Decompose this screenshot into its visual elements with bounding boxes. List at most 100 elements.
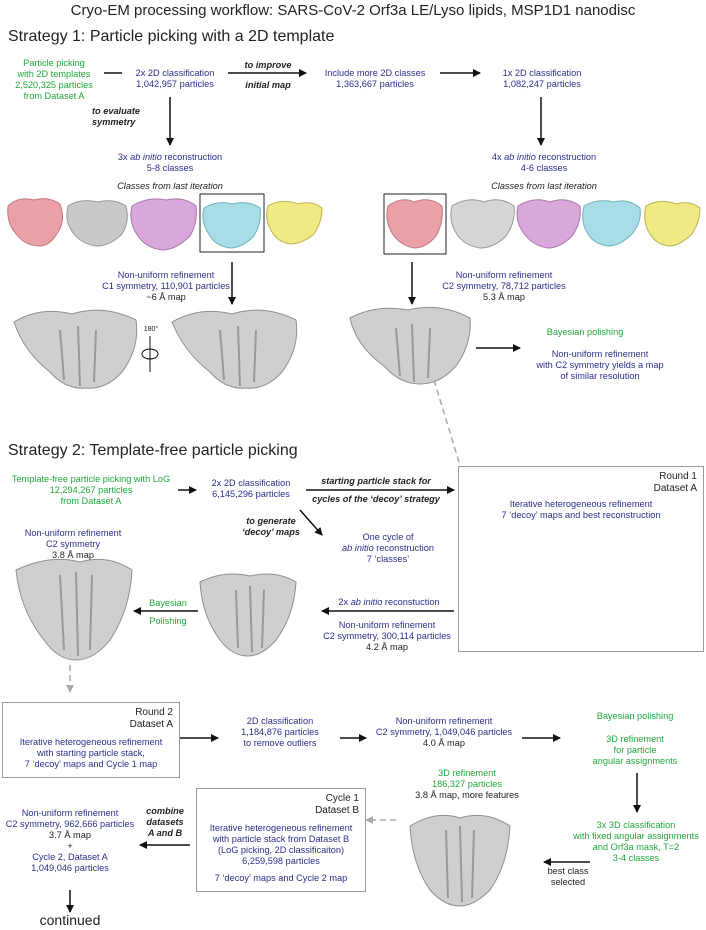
line: C2 symmetry — [45, 539, 101, 549]
rotation-label: 180° — [143, 326, 159, 333]
s2-nur-top: Non-uniform refinement C2 symmetry 3.8 Å… — [18, 528, 128, 561]
s2-decoy-cycles: cycles of the ‘decoy’ strategy — [312, 494, 440, 504]
s2-bayesian-1: Bayesian — [149, 598, 187, 608]
line: 7 ‘decoy’ maps and best reconstruction — [501, 510, 661, 520]
strategy1-heading: Strategy 1: Particle picking with a 2D t… — [8, 28, 335, 45]
line: of similar resolution — [560, 371, 640, 381]
s1-nur-a: Non-uniform refinement C1 symmetry, 110,… — [96, 270, 236, 303]
cycle1-box: Cycle 1 Dataset B Iterative heterogeneou… — [196, 788, 366, 892]
line: Non-uniform refinement — [395, 716, 493, 726]
strategy2-heading: Strategy 2: Template-free particle picki… — [8, 442, 298, 459]
cycle1-text: Iterative heterogeneous refinement with … — [197, 823, 365, 884]
line: 3-4 classes — [612, 853, 660, 863]
s1-classes-caption-a: Classes from last iteration — [117, 181, 223, 191]
line: symmetry — [92, 117, 136, 127]
s1-classes-caption-b: Classes from last iteration — [491, 181, 597, 191]
line: from Dataset A — [60, 496, 122, 506]
line: Non-uniform refinement — [21, 808, 119, 818]
map-c1-back — [171, 309, 298, 389]
line: 7 ‘decoy’ maps and Cycle 1 map — [24, 759, 158, 769]
round1-box: Round 1 Dataset A Iterative heterogeneou… — [458, 466, 704, 652]
line: 12,294,267 particles — [49, 485, 133, 495]
round2-box: Round 2 Dataset A Iterative heterogeneou… — [2, 702, 180, 778]
class-map-pink — [7, 198, 64, 247]
line: 6,145,296 particles — [212, 489, 290, 499]
line: best class — [547, 866, 589, 876]
class-map-cyan — [202, 202, 261, 249]
line: 5.3 Å map — [483, 292, 525, 302]
rotate-icon — [141, 336, 159, 372]
line: (LoG picking, 2D classificaiton) — [217, 845, 345, 855]
line: with particle stack from Dataset B — [212, 834, 350, 844]
line: to remove outliers — [243, 738, 317, 748]
s1-abinitio-b: 4x ab initio reconstruction 4-6 classes — [474, 152, 614, 174]
s2-one-cycle: One cycle of ab initio reconstruction 7 … — [326, 532, 450, 565]
line: 3x ab initio reconstruction — [117, 152, 223, 162]
s2-nur-mid: Non-uniform refinement C2 symmetry, 300,… — [316, 620, 458, 653]
line: C1 symmetry, 110,901 particles — [102, 281, 230, 291]
class-map-magenta — [130, 198, 197, 251]
line: Cycle 1 — [325, 793, 359, 804]
line: A and B — [147, 828, 183, 838]
line: Non-uniform refinement — [338, 620, 436, 630]
spacer — [570, 722, 700, 734]
selected-class-box — [199, 193, 265, 253]
round2-title: Round 2 Dataset A — [130, 707, 173, 731]
line: 1,042,957 particles — [136, 79, 214, 89]
line: Non-uniform refinement — [117, 270, 215, 280]
s2-final: Non-uniform refinement C2 symmetry, 962,… — [2, 808, 138, 874]
class-map-yellow — [644, 200, 701, 247]
line: ‘decoy’ maps — [242, 527, 300, 537]
line: 3D refinement — [438, 768, 496, 778]
line: 3D refinement — [606, 734, 664, 744]
line: Non-uniform refinement — [24, 528, 122, 538]
s1-abinitio-a: 3x ab initio reconstruction 5-8 classes — [100, 152, 240, 174]
line: Round 2 — [135, 707, 173, 718]
s2-bayes-3d: Bayesian polishing 3D refinement for par… — [570, 711, 700, 767]
line: Iterative heterogeneous refinement — [209, 823, 353, 833]
s1-more-classes: Include more 2D classes 1,363,667 partic… — [310, 68, 440, 90]
line: initial map — [245, 80, 291, 90]
line: datasets — [146, 817, 184, 827]
s1-picking-text: Particle picking with 2D templates 2,520… — [4, 58, 104, 102]
line: 4.0 Å map — [423, 738, 465, 748]
line: 2,520,325 particles — [15, 80, 93, 90]
line: Bayesian polishing — [596, 711, 674, 721]
line: 2x 2D classification — [211, 478, 291, 488]
s2-refine3d: 3D refinement 186,327 particles 3.8 Å ma… — [402, 768, 532, 801]
line: 2x 2D classification — [135, 68, 215, 78]
line: C2 symmetry, 300,114 particles — [323, 631, 451, 641]
class-map-cyan — [582, 200, 641, 247]
map-4-2A — [199, 573, 297, 657]
line: Dataset A — [129, 719, 173, 730]
line: Dataset A — [653, 483, 697, 494]
line: 6,259,598 particles — [242, 856, 320, 866]
line: Cycle 2, Dataset A — [32, 852, 108, 862]
line: with 2D templates — [17, 69, 91, 79]
s2-abinitio-2x: 2x ab initio reconstuction — [338, 597, 440, 607]
class-map-grey — [66, 200, 128, 247]
s2-2d-class-r2: 2D classification 1,184,876 particles to… — [218, 716, 342, 749]
line: 3x 3D classification — [596, 820, 676, 830]
ab-initio-italic: ab initio — [130, 152, 162, 162]
line: with C2 symmetry yields a map — [536, 360, 664, 370]
line: 5-8 classes — [146, 163, 194, 173]
s1-2d-class-b: 1x 2D classification 1,082,247 particles — [482, 68, 602, 90]
class-map-yellow — [266, 200, 323, 245]
line: 3.7 Å map — [49, 830, 91, 840]
s2-combine: combine datasets A and B — [140, 806, 190, 839]
line: Template-free particle picking with LoG — [11, 474, 171, 484]
line: ab initio reconstruction — [342, 543, 434, 553]
line: One cycle of — [362, 532, 414, 542]
s1-initial-map: initial map — [228, 80, 308, 91]
continued-label: continued — [39, 912, 101, 928]
line: C2 symmetry, 78,712 particles — [442, 281, 566, 291]
line: 3.8 Å map — [52, 550, 94, 560]
map-c2 — [349, 306, 471, 385]
s1-2d-class-a: 2x 2D classification 1,042,957 particles — [120, 68, 230, 90]
line: to evaluate — [92, 106, 140, 116]
s1-bayesian: Bayesian polishing — [546, 327, 624, 337]
ab-initio-italic: ab initio — [504, 152, 536, 162]
arrow — [299, 509, 323, 536]
cycle1-title: Cycle 1 Dataset B — [315, 793, 359, 817]
